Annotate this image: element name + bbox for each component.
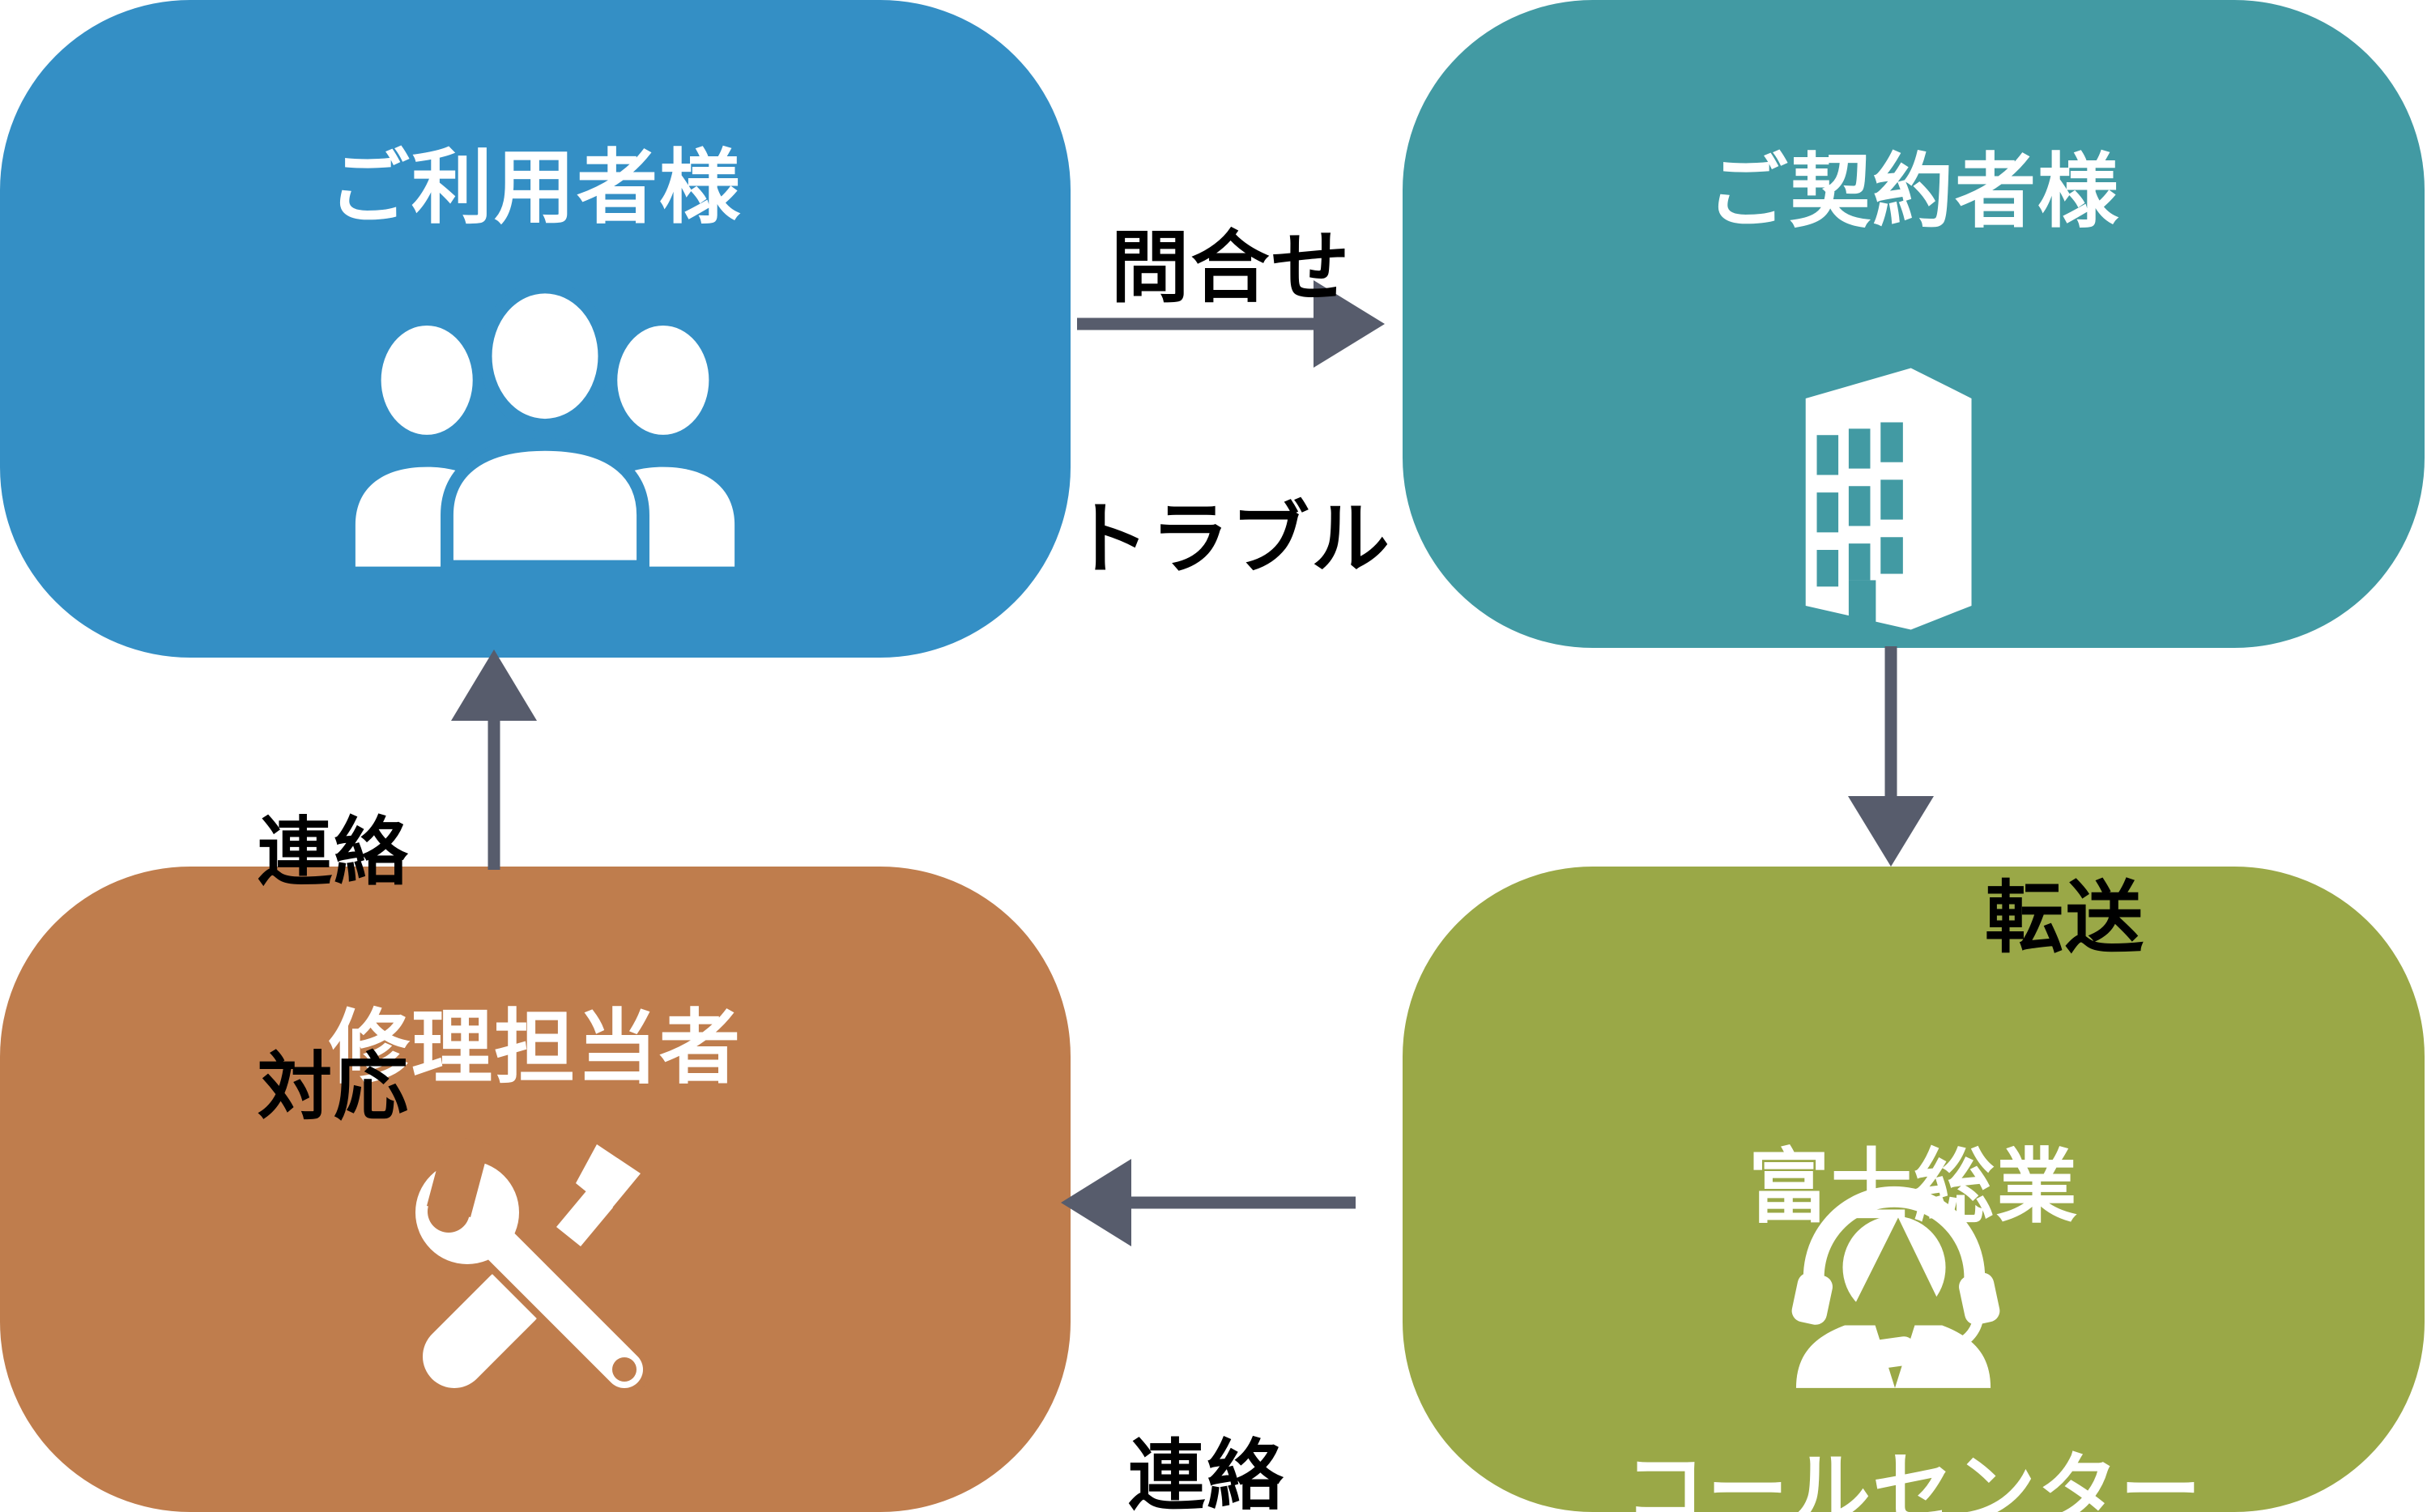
arrow-label-transfer-line1: 転送 — [1985, 874, 2145, 963]
arrow-repair-to-users — [441, 646, 547, 870]
arrow-label-inquiry: 問合せ トラブル — [1041, 42, 1421, 765]
arrow-label-inquiry-line1: 問合せ — [1110, 224, 1352, 313]
headset-operator-icon — [1791, 1186, 2000, 1388]
arrow-label-inquiry-line2: トラブル — [1071, 494, 1391, 583]
arrow-label-transfer: 転送 — [1976, 703, 2154, 1135]
node-title-callcenter-line1: 富士総業 — [1748, 1142, 2079, 1233]
arrow-label-response-line2: 対応 — [258, 1046, 411, 1129]
flow-node-repair: 修理担当者 — [0, 867, 1071, 1512]
flow-node-callcenter: 富士総業 コールセンター — [1403, 867, 2425, 1512]
arrow-label-report: 連絡 報告 — [1045, 1265, 1369, 1512]
flow-node-users: ご利用者様 — [0, 0, 1071, 658]
arrow-callcenter-to-repair — [1054, 1146, 1362, 1259]
arrow-users-to-contractor — [1071, 267, 1394, 381]
flow-node-contractor: ご契約者様 — [1403, 0, 2425, 648]
arrow-label-response-line1: 連絡 — [258, 811, 411, 895]
node-title-callcenter: 富士総業 コールセンター — [1403, 935, 2425, 1512]
node-title-repair: 修理担当者 — [329, 1003, 742, 1093]
tools-icon — [415, 1138, 650, 1395]
arrow-label-report-line1: 連絡 — [1127, 1433, 1285, 1512]
group-icon — [355, 285, 735, 567]
node-title-contractor: ご契約者様 — [1707, 147, 2120, 237]
building-icon — [1805, 368, 1972, 630]
arrow-contractor-to-callcenter — [1838, 646, 1944, 870]
arrow-label-response: 連絡 対応 — [258, 658, 411, 1284]
node-title-callcenter-line2: コールセンター — [1624, 1446, 2203, 1512]
node-title-users: ご利用者様 — [329, 143, 742, 233]
